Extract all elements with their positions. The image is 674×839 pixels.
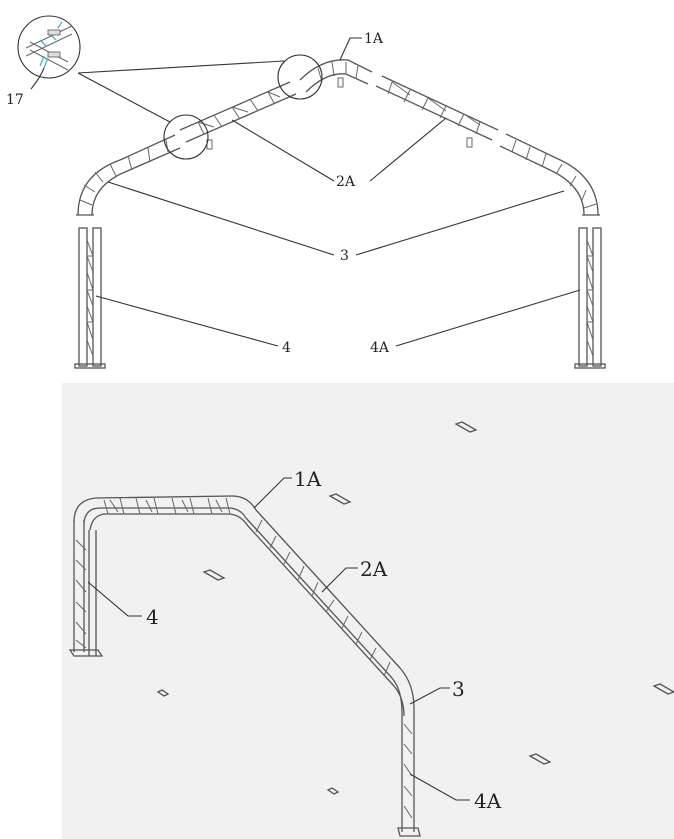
callout-17: 17 (6, 92, 24, 108)
right-corner-3 (499, 133, 600, 216)
assembled-right-post (397, 708, 421, 837)
callout-2A-bottom: 2A (360, 557, 388, 581)
assembled-lower-corner (391, 667, 415, 717)
left-joint-detail-circle (163, 114, 209, 160)
leader-2A-right (369, 117, 447, 182)
callout-4-top: 4 (282, 340, 291, 356)
lower-panel-background (62, 383, 674, 839)
leader-2A-bottom (321, 567, 358, 593)
inset-leader-ridge (77, 60, 285, 74)
leader-3-bottom (409, 687, 450, 705)
callout-4-bottom: 4 (146, 605, 159, 629)
left-post-4 (74, 227, 106, 369)
callout-1A-top: 1A (364, 31, 384, 47)
left-corner-3 (76, 134, 181, 216)
bolt-detail-inset (17, 15, 81, 79)
callout-2A-top: 2A (336, 174, 356, 190)
right-post-4A (574, 227, 606, 369)
left-rafter-2A (179, 81, 297, 150)
ridge-1A (299, 59, 373, 93)
leader-1A-bottom (253, 477, 292, 509)
callout-3-top: 3 (340, 248, 349, 264)
leader-1A-top (339, 37, 362, 61)
assembled-left-post (68, 520, 104, 657)
assembled-top-beam (73, 495, 257, 531)
leader-4A-bottom (409, 773, 470, 801)
leader-3-right (355, 190, 565, 256)
leader-3-left (107, 181, 335, 256)
loose-plates (156, 421, 674, 795)
callout-4A-top: 4A (370, 340, 390, 356)
leader-4-bottom (87, 581, 142, 617)
assembled-diagonal-rafter (245, 509, 401, 687)
top-exploded-frame: 17 1A 2A 3 4 4A (6, 15, 606, 369)
right-rafter-2A (375, 75, 499, 148)
bottom-assembled-frame: 1A 2A 4 3 4A (68, 421, 674, 837)
ridge-joint-detail-circle (277, 54, 323, 100)
inset-leader-left (77, 72, 171, 123)
callout-4A-bottom: 4A (474, 789, 502, 813)
callout-1A-bottom: 1A (294, 467, 322, 491)
leader-17 (30, 67, 45, 90)
callout-3-bottom: 3 (452, 677, 465, 701)
leader-2A-left (231, 119, 335, 182)
leader-4A-top (395, 289, 581, 347)
leader-4-top (95, 295, 279, 347)
